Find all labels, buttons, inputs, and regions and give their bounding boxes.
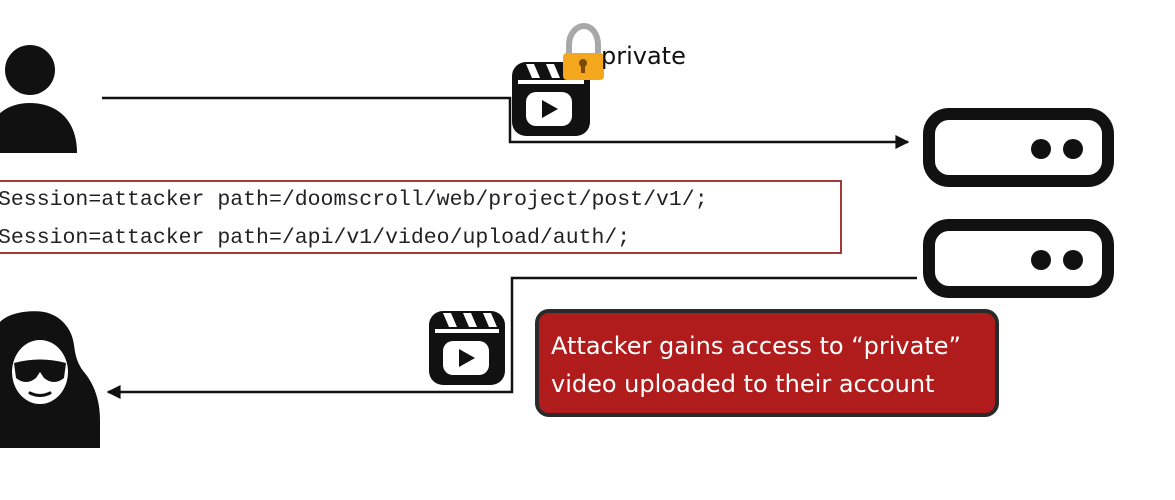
person-icon (0, 45, 77, 153)
download-flow-line (106, 276, 917, 399)
server-icon-top (923, 108, 1114, 187)
callout-line-2: video uploaded to their account (551, 370, 935, 398)
attacker-callout: Attacker gains access to “private” video… (535, 309, 999, 417)
cookie-box: Session=attacker path=/doomscroll/web/pr… (0, 180, 842, 254)
callout-line-1: Attacker gains access to “private” (551, 332, 961, 360)
cookie-line-1: Session=attacker path=/doomscroll/web/pr… (0, 188, 708, 212)
video-clapperboard-icon (512, 62, 590, 136)
upload-flow-line (102, 96, 910, 149)
video-clapperboard-icon-lower (429, 311, 505, 385)
server-icon-bottom (923, 219, 1114, 298)
padlock-icon (563, 22, 604, 80)
cookie-line-2: Session=attacker path=/api/v1/video/uplo… (0, 226, 631, 250)
private-label: private (601, 42, 686, 70)
hooded-attacker-icon (0, 311, 100, 448)
